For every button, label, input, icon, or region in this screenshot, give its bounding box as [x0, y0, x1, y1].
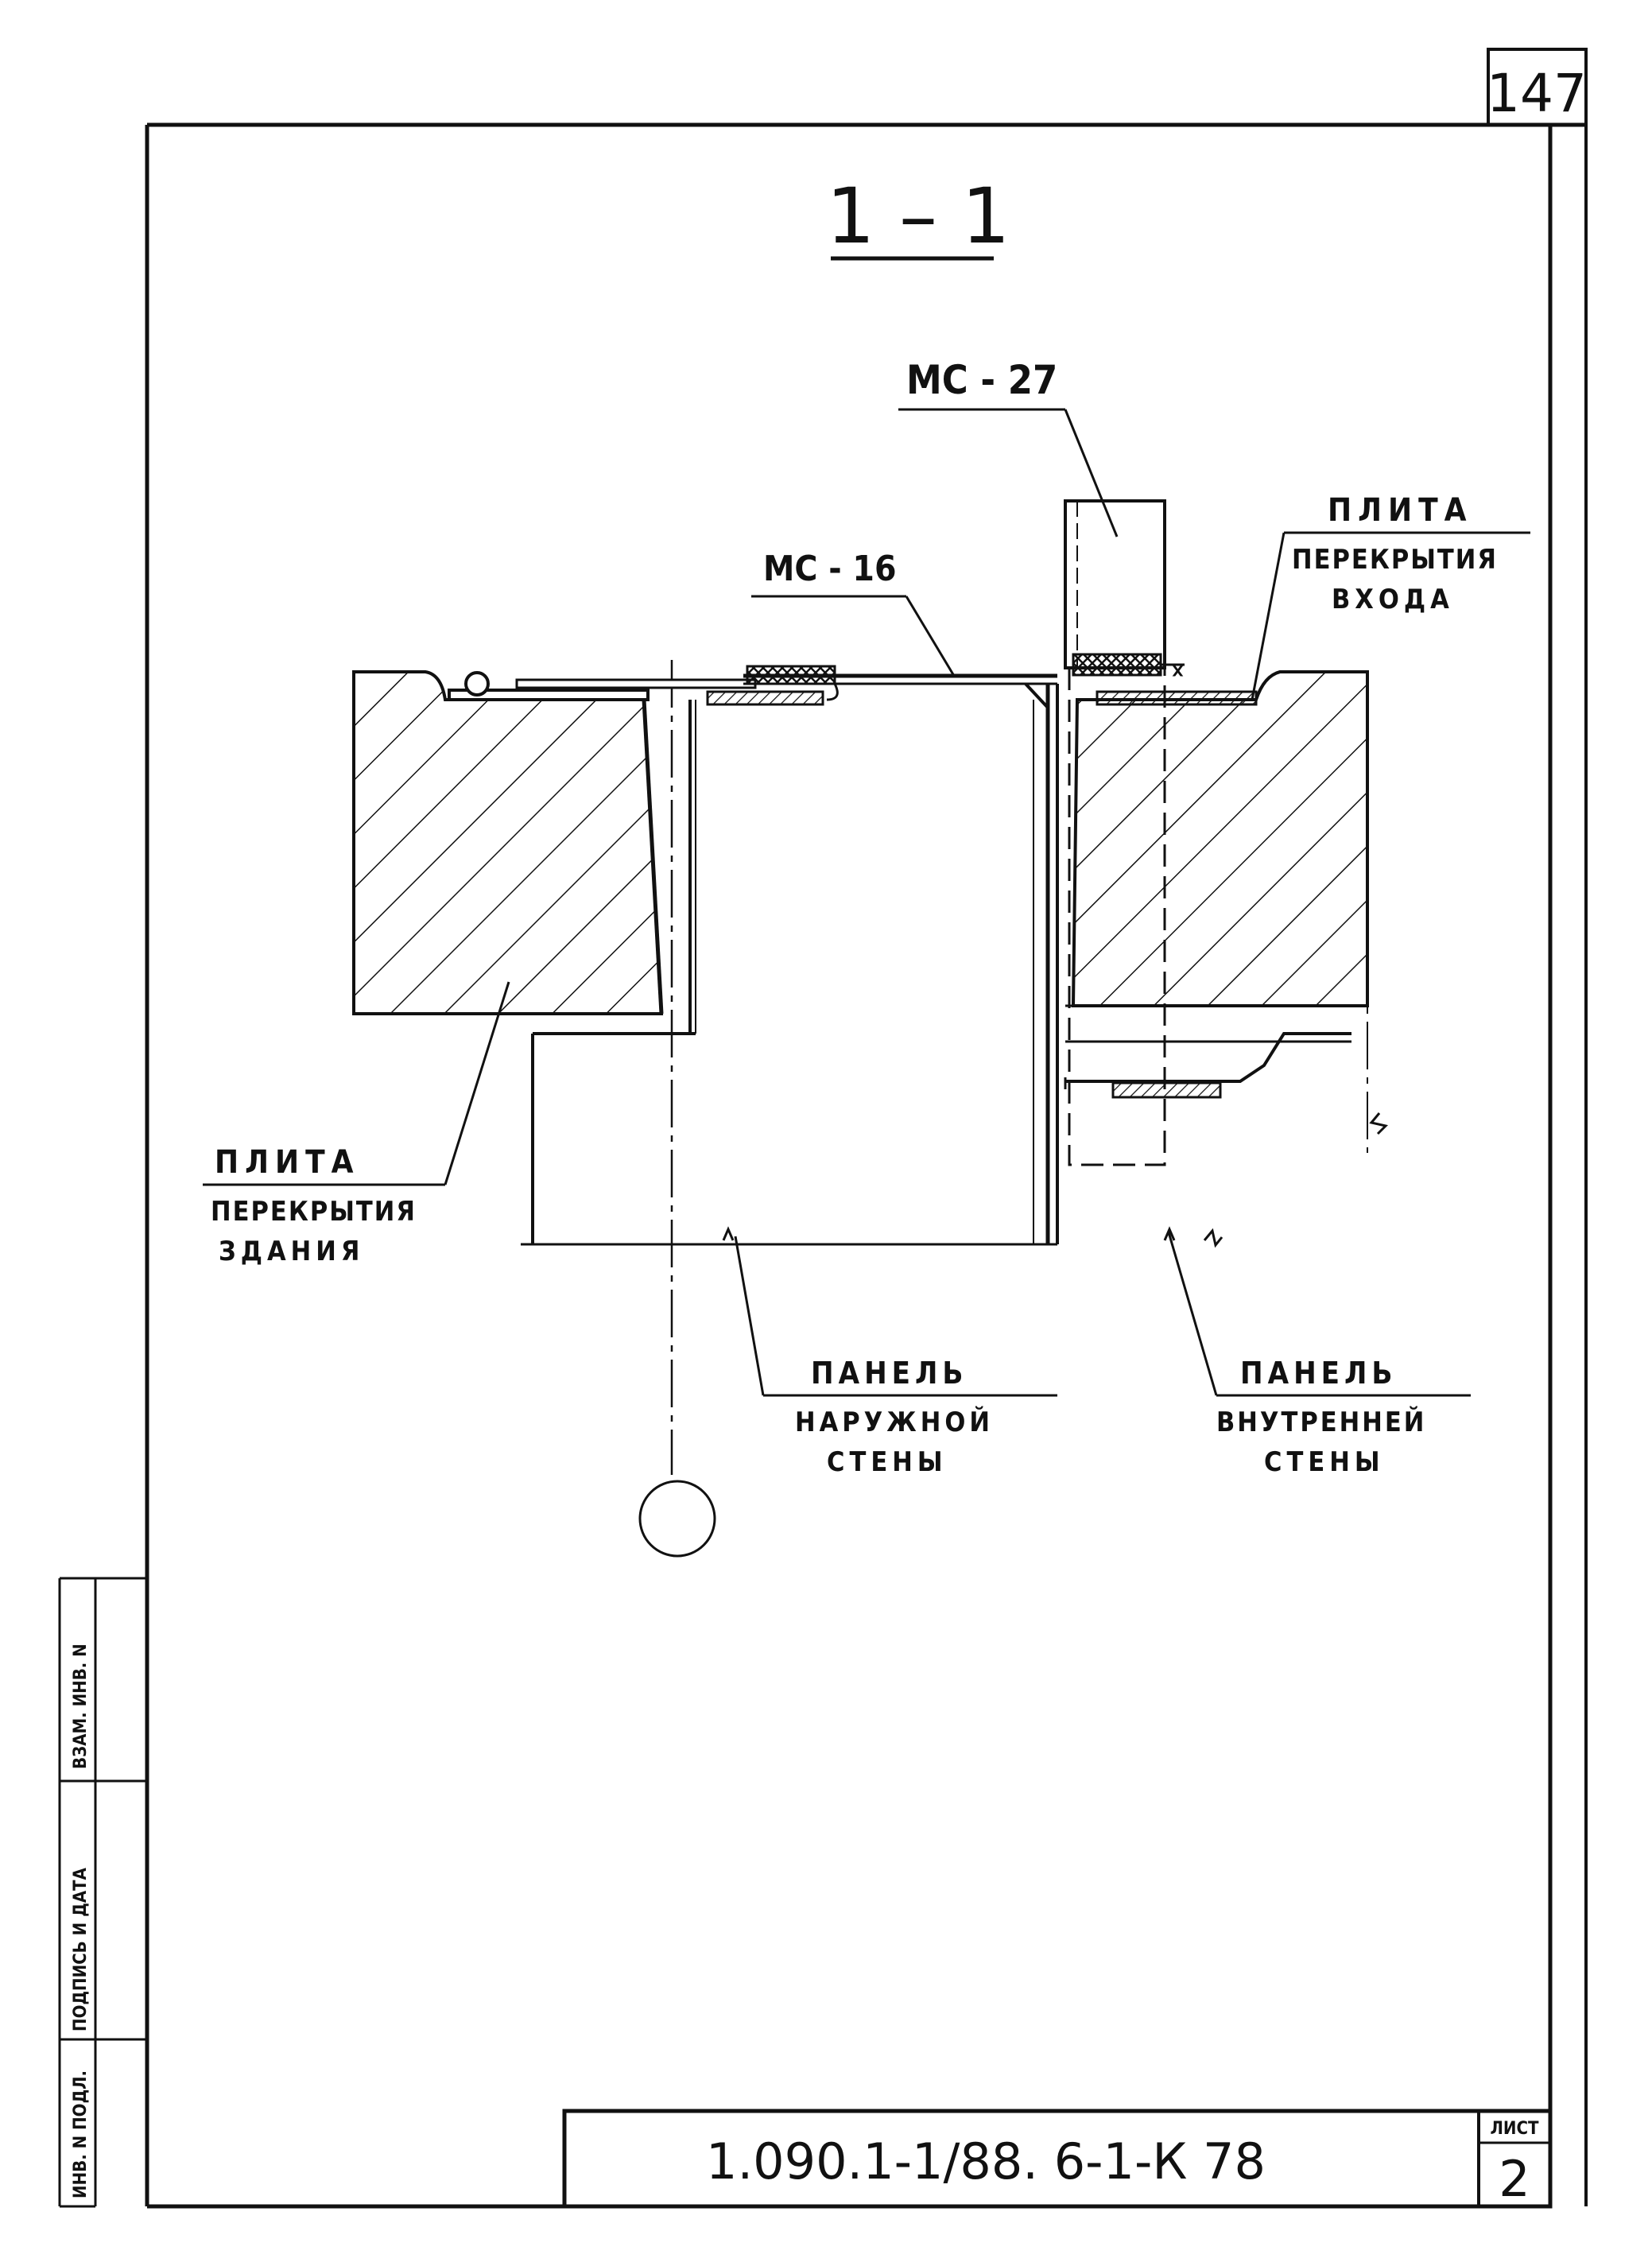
svg-text:x: x: [1173, 661, 1183, 681]
label-plita-zdaniya-2: ПЕРЕКРЫТИЯ: [211, 1196, 417, 1228]
label-plita-vhoda-2: ПЕРЕКРЫТИЯ: [1292, 544, 1498, 576]
sheet-label: ЛИСТ: [1490, 2119, 1539, 2139]
left-slab: [352, 670, 664, 1015]
label-panel-vn-1: ПАНЕЛЬ: [1240, 1356, 1397, 1391]
leader-plita-zdaniya: [203, 981, 510, 1186]
label-panel-vn-2: ВНУТРЕННЕЙ: [1216, 1406, 1426, 1438]
axis-marker-circle: [638, 1480, 716, 1558]
outer-wall-panel: [521, 1032, 1057, 1246]
page-number-box: 147: [1487, 48, 1588, 126]
section-title: 1 – 1: [826, 172, 1010, 261]
leader-panel-vn: [1167, 1232, 1471, 1397]
stamp-inv-podl: ИНВ. N ПОДЛ.: [71, 2070, 91, 2198]
document-code: 1.090.1-1/88. 6-1-К 78: [706, 2132, 1266, 2190]
sheet-frame: [145, 122, 1588, 2209]
label-plita-zdaniya-3: ЗДАНИЯ: [219, 1236, 364, 1267]
inner-wall-panel: [1024, 682, 1059, 1244]
stamp-vzam-inv: ВЗАМ. ИНВ. N: [71, 1643, 91, 1769]
leader-panel-nar: [734, 1236, 1057, 1397]
cover-plates: [448, 665, 1057, 706]
side-stamp: [58, 1577, 147, 2208]
label-plita-vhoda-1: ПЛИТА: [1328, 492, 1473, 529]
title-block: [562, 2109, 1553, 2209]
leader-ms16: [751, 595, 956, 677]
label-ms16: МС - 16: [763, 549, 897, 589]
label-ms27: МС - 27: [906, 357, 1057, 403]
axis-line: [638, 660, 716, 1558]
label-plita-vhoda-3: ВХОДА: [1332, 584, 1454, 615]
page-number: 147: [1487, 63, 1587, 124]
sheet-number: 2: [1499, 2150, 1530, 2208]
label-panel-nar-3: СТЕНЫ: [827, 1446, 948, 1478]
right-lower-slab: [1064, 1004, 1367, 1099]
label-plita-zdaniya-1: ПЛИТА: [215, 1144, 360, 1181]
label-panel-nar-1: ПАНЕЛЬ: [811, 1356, 968, 1391]
section-title-group: 1 – 1: [826, 172, 1010, 261]
label-panel-nar-2: НАРУЖНОЙ: [795, 1406, 994, 1438]
outer-panel-stem: [642, 699, 696, 1034]
right-slab: [1071, 670, 1369, 1153]
leader-ms27: [898, 408, 1119, 537]
break-marks: [722, 1112, 1388, 1248]
stamp-podpis-data: ПОДПИСЬ И ДАТА: [71, 1867, 91, 2031]
label-panel-vn-3: СТЕНЫ: [1264, 1446, 1385, 1478]
leader-plita-vhoda: [1251, 531, 1530, 700]
